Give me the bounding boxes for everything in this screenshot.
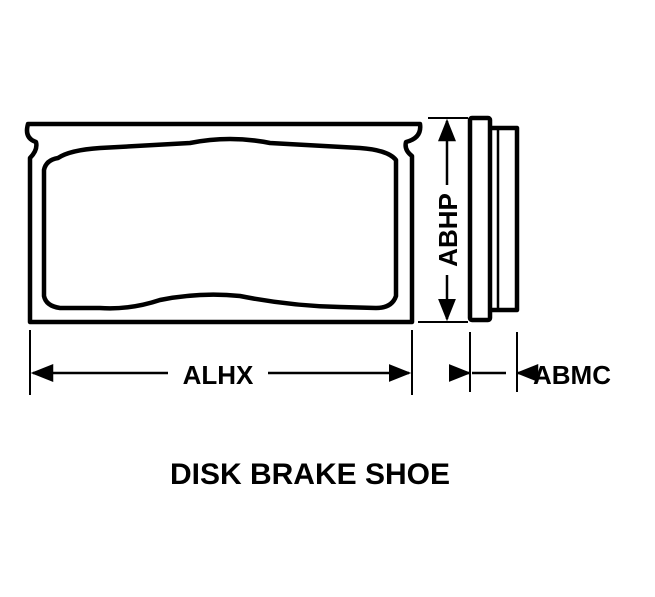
thickness-code-label: ABMC — [533, 360, 611, 390]
diagram-title: DISK BRAKE SHOE — [170, 458, 450, 491]
friction-pad-outline — [41, 136, 399, 311]
height-code-label: ABHP — [433, 193, 463, 267]
side-view-pad — [490, 125, 520, 313]
backing-plate-outline — [24, 121, 423, 325]
side-view-backing-plate — [467, 115, 493, 323]
length-code-label: ALHX — [183, 360, 254, 390]
